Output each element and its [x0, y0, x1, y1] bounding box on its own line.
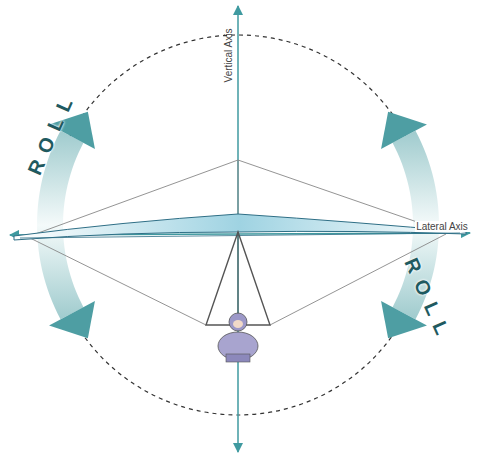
axis-label: Lateral Axis	[415, 221, 469, 232]
roll-arrow-head	[49, 301, 95, 338]
axis-label: Vertical Axis	[223, 28, 234, 82]
pilot	[218, 232, 258, 362]
control-frame	[206, 232, 270, 325]
roll-arrow-head	[381, 112, 427, 149]
rigging-wires	[30, 160, 446, 325]
